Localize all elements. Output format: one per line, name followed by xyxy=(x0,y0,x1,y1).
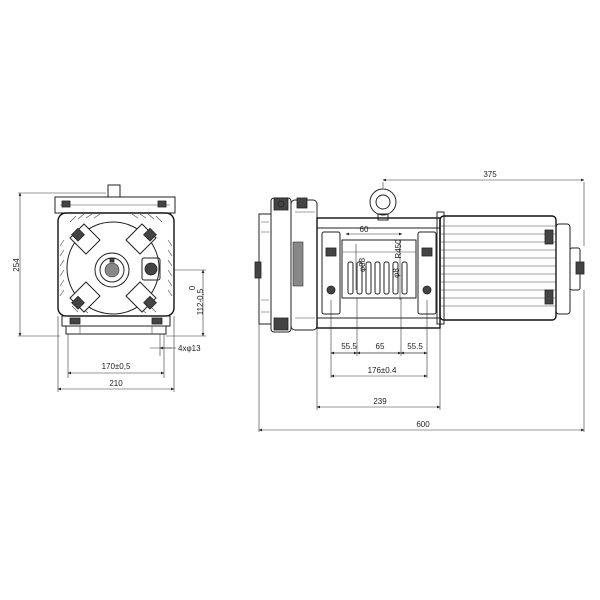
rope-drum-body xyxy=(341,239,417,299)
front-view: 254 170±0,5 210 112-0,5 0 4xφ13 xyxy=(12,184,206,392)
dim-176-label: 176±0.4 xyxy=(368,366,397,375)
front-cable-gland xyxy=(141,257,161,281)
gear-housing-window xyxy=(292,241,304,287)
dim-55-5-left-label: 55.5 xyxy=(341,342,357,351)
dim-60-label: 60 xyxy=(360,225,369,234)
rope-drum xyxy=(341,239,417,299)
motor-body xyxy=(436,211,585,325)
dim-170-label: 170±0,5 xyxy=(102,362,131,371)
dim-r450-label: R450 xyxy=(394,239,403,259)
brake-release-knob xyxy=(254,261,262,279)
dim-phi88-label: φ88 xyxy=(358,257,367,272)
dim-112-label: 112-0,5 xyxy=(196,288,205,315)
dim-375-label: 375 xyxy=(483,170,497,179)
drum-grooves xyxy=(347,261,408,295)
front-corner-blocks xyxy=(69,223,157,313)
motor-shaft-end xyxy=(575,261,585,275)
motor-flange xyxy=(436,211,445,325)
dim-112-tolerance: 0 xyxy=(188,285,197,290)
dim-holes-label: 4xφ13 xyxy=(178,344,201,353)
dim-210-label: 210 xyxy=(109,379,123,388)
dim-239-label: 239 xyxy=(373,397,387,406)
dim-600-label: 600 xyxy=(416,420,430,429)
side-view: 60 φ88 R450 φ8 375 55.5 65 55.5 176±0.4 xyxy=(254,170,585,432)
motor-body-outline xyxy=(439,215,557,321)
brake-disc-housing xyxy=(270,197,292,333)
motor-end-cap xyxy=(555,223,571,315)
eye-bolt xyxy=(369,188,397,221)
dim-65-label: 65 xyxy=(376,342,385,351)
dim-phi8-label: φ8 xyxy=(392,268,401,278)
brake-cover xyxy=(254,197,318,333)
front-shaft xyxy=(94,252,130,288)
dim-55-5-right-label: 55.5 xyxy=(407,342,423,351)
front-eye-bolt xyxy=(107,184,121,198)
dim-254-label: 254 xyxy=(12,258,21,272)
